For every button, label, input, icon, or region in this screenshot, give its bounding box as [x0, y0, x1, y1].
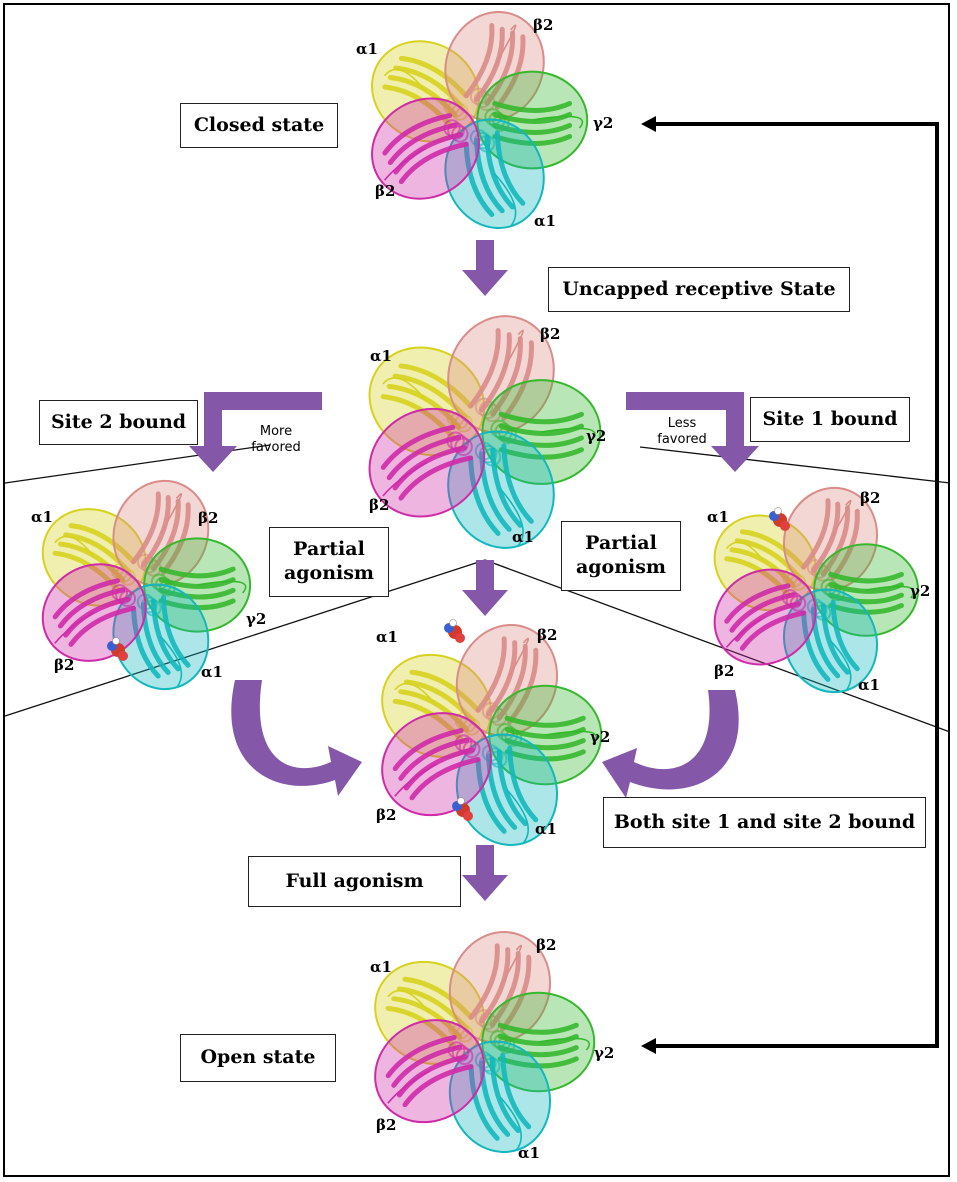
return-loop-connector: [650, 122, 939, 1048]
subunit-label: α1: [858, 676, 880, 694]
ligand-sphere-icon: [452, 797, 473, 821]
subunit-ribbon: [813, 543, 920, 637]
subunit-label: β2: [540, 325, 560, 343]
subunit-label: α1: [518, 1144, 540, 1162]
subunit-ribbon: [143, 537, 252, 633]
bend-arrow-icon-right: [626, 392, 759, 472]
subunit-label: β2: [533, 16, 553, 34]
subunit-label: α1: [534, 212, 556, 230]
protein-ribbon-closed-state: [371, 10, 589, 230]
protein-ribbon-uncapped-state: [368, 315, 602, 549]
curved-arrow-icon-right: [602, 690, 739, 798]
subunit-label: β2: [198, 509, 218, 527]
subunit-ribbon: [455, 733, 559, 846]
protein-ribbon-site1-bound: [713, 486, 920, 694]
subunit-ribbon: [112, 583, 210, 691]
down-arrow-icon-1: [462, 240, 508, 296]
subunit-ribbon: [381, 653, 492, 758]
subunit-ribbon: [444, 118, 545, 230]
subunit-label: β2: [860, 489, 880, 507]
subunit-ribbon: [444, 10, 545, 122]
site2-bound-label: Site 2 bound: [39, 400, 198, 445]
subunit-label: β2: [369, 496, 389, 514]
subunit-label: β2: [376, 806, 396, 824]
curved-arrow-icon-left: [231, 680, 362, 796]
closed-state-label: Closed state: [180, 103, 338, 148]
subunit-ribbon: [713, 568, 817, 666]
subunit-label: γ2: [246, 610, 266, 628]
subunit-label: γ2: [910, 582, 930, 600]
subunit-label: α1: [376, 628, 398, 646]
subunit-label: γ2: [594, 1044, 614, 1062]
subunit-label: α1: [201, 663, 223, 681]
down-arrow-icon-3: [462, 845, 508, 901]
subunit-ribbon: [371, 97, 480, 200]
subunit-label: γ2: [593, 114, 613, 132]
subunit-ribbon: [447, 315, 555, 434]
down-arrow-icon-2: [462, 560, 508, 616]
subunit-label: β2: [54, 656, 74, 674]
full-agonism-label: Full agonism: [248, 856, 461, 907]
subunit-label: α1: [707, 508, 729, 526]
uncapped-state-label: Uncapped receptive State: [548, 267, 850, 312]
subunit-label: β2: [714, 662, 734, 680]
subunit-label: γ2: [590, 728, 610, 746]
subunit-label: α1: [512, 528, 534, 546]
subunit-label: β2: [376, 1116, 396, 1134]
subunit-label: γ2: [586, 427, 606, 445]
bend-arrow-icon-left: [189, 392, 322, 472]
subunit-label: α1: [535, 820, 557, 838]
subunit-ribbon: [381, 712, 492, 817]
ligand-sphere-icon: [444, 619, 465, 643]
subunit-ribbon: [112, 479, 210, 587]
protein-ribbon-site2-bound: [41, 479, 252, 691]
subunit-ribbon: [782, 486, 879, 592]
subunit-label: β2: [536, 936, 556, 954]
subunit-ribbon: [448, 931, 552, 1044]
protein-ribbon-both-bound: [381, 619, 603, 846]
return-arrowheads: [641, 116, 656, 1054]
subunit-ribbon: [447, 430, 555, 549]
subunit-label: β2: [375, 182, 395, 200]
subunit-label: α1: [356, 40, 378, 58]
ligand-sphere-icon: [769, 507, 790, 531]
site1-bound-label: Site 1 bound: [750, 397, 910, 442]
protein-ribbon-open-state: [374, 931, 596, 1153]
subunit-ribbon: [41, 563, 147, 662]
subunit-ribbon: [374, 1019, 485, 1124]
subunit-ribbon: [368, 407, 486, 518]
subunit-ribbon: [448, 1040, 552, 1153]
ligand-sphere-icon: [107, 637, 128, 661]
subunit-label: α1: [31, 508, 53, 526]
subunit-ribbon: [481, 379, 602, 485]
figure-frame: [3, 3, 950, 1177]
subunit-ribbon: [488, 684, 603, 786]
subunit-ribbon: [481, 991, 596, 1093]
both-sites-bound-label: Both site 1 and site 2 bound: [603, 797, 926, 848]
subunit-label: α1: [370, 347, 392, 365]
subunit-label: β2: [537, 626, 557, 644]
open-state-label: Open state: [180, 1034, 336, 1082]
subunit-ribbon: [371, 40, 480, 143]
subunit-label: α1: [370, 958, 392, 976]
subunit-ribbon: [476, 70, 589, 170]
subunit-ribbon: [455, 624, 559, 737]
